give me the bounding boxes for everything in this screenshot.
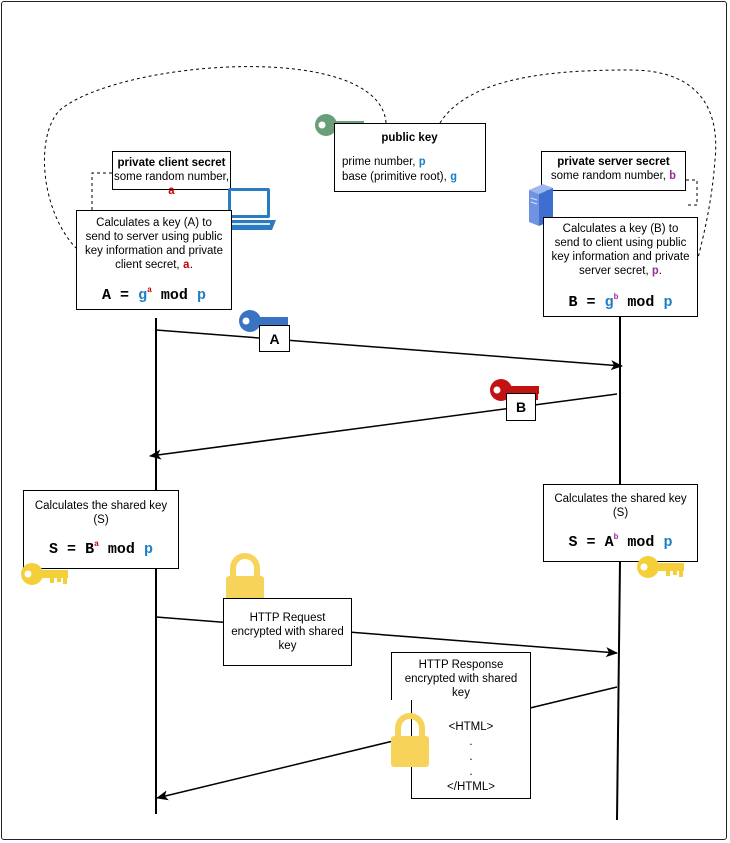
server-calc-line4: server secret, [579,265,649,277]
http-request-box: HTTP Request encrypted with shared key [223,598,352,666]
client-shared-formula: S = Ba mod p [24,539,178,557]
server-shared-formula: S = Ab mod p [544,532,697,550]
public-key-title: public key [381,132,438,144]
server-formula: B = gb mod p [544,292,697,310]
prime-number-label: prime number, [342,156,416,168]
client-secret-title: private client secret [117,157,226,169]
client-shared-mod: mod [107,541,135,558]
client-secret-label: some random number, [113,171,230,183]
client-calc-line4: client secret, [115,259,180,271]
laptop-icon [222,188,276,230]
html-dot-2: . [469,751,473,763]
client-formula-eq: = [120,287,130,304]
server-shared-line2: (S) [612,507,629,519]
server-formula-eq: = [586,294,596,311]
client-shared-lhs: S [49,541,59,558]
http-response-header-line1: HTTP Response [418,659,504,671]
server-shared-key-box: Calculates the shared key (S) S = Ab mod… [543,484,698,562]
http-response-header-box: HTTP Response encrypted with shared key [391,652,531,700]
client-formula: A = ga mod p [77,285,231,303]
http-response-header-line2: encrypted with shared [404,673,518,685]
http-request-line1: HTTP Request [249,612,326,624]
server-shared-lhs: S [568,534,578,551]
server-key-calc-box: Calculates a key (B) to send to client u… [543,217,698,317]
http-request-line2: encrypted with shared [231,626,344,638]
server-shared-mod: mod [627,534,655,551]
client-key-calc-box: Calculates a key (A) to send to server u… [76,210,232,310]
server-formula-mod: mod [627,294,655,311]
server-secret-title: private server secret [557,156,670,168]
server-calc-line3: key information and private [551,251,690,263]
html-open-tag: <HTML> [448,721,494,733]
client-calc-line3: key information and private [84,245,224,257]
client-shared-line1: Calculates the shared key [34,500,168,512]
server-shared-key-icon [637,556,684,578]
server-secret-var: b [669,170,677,183]
server-shared-base: A [604,534,614,551]
client-secret-var: a [168,185,175,198]
server-formula-p: p [663,294,673,311]
dashed-link-server-secret [686,179,698,206]
server-secret-label: some random number, [550,170,666,182]
server-formula-lhs: B [568,294,578,311]
base-label: base (primitive root), [342,171,447,183]
arrow-http-response [156,686,618,801]
client-shared-key-icon [21,563,68,585]
public-key-box: public key prime number, p base (primiti… [334,123,486,192]
client-calc-dot: . [189,259,193,271]
client-shared-eq: = [67,541,77,558]
client-formula-p: p [196,287,206,304]
client-shared-line2: (S) [93,514,109,526]
html-dot-3: . [469,766,473,778]
server-formula-g: g [604,294,614,311]
prime-var: p [418,156,426,169]
client-formula-lhs: A [102,287,112,304]
server-shared-p: p [663,534,673,551]
server-shared-eq: = [586,534,596,551]
client-shared-key-box: Calculates the shared key (S) S = Ba mod… [23,490,179,569]
server-calc-line1: Calculates a key (B) to [562,223,679,235]
base-var: g [450,171,457,184]
server-lifeline-2 [616,560,621,821]
client-calc-line1: Calculates a key (A) to [96,217,212,229]
client-shared-p: p [143,541,153,558]
server-shared-exp: b [613,533,619,542]
http-response-header-line3: key [452,687,470,699]
arrow-send-a [155,329,623,371]
dashed-link-client-secret [91,172,112,212]
message-b-label: B [506,393,536,421]
client-calc-line2: send to server using public [85,231,223,243]
server-secret-box: private server secret some random number… [541,151,686,191]
html-close-tag: </HTML> [447,781,495,793]
client-formula-mod: mod [160,287,188,304]
server-calc-dot: . [658,265,662,277]
html-dot-1: . [469,736,473,748]
arrow-send-b [149,393,618,460]
http-request-line3: key [278,640,297,652]
client-secret-box: private client secret some random number… [112,151,231,198]
client-formula-exp: a [147,286,152,295]
client-formula-g: g [138,287,148,304]
server-formula-exp: b [613,293,619,302]
client-calc-var: a [182,259,190,272]
message-a-label: A [259,325,290,352]
server-calc-var: p [651,265,659,278]
client-shared-exp: a [94,540,99,549]
client-shared-base: B [85,541,95,558]
server-calc-line2: send to client using public [554,237,687,249]
dashed-link-client [44,66,387,249]
server-shared-line1: Calculates the shared key [554,493,687,505]
server-icon [529,184,553,226]
response-lock-icon [391,713,429,767]
